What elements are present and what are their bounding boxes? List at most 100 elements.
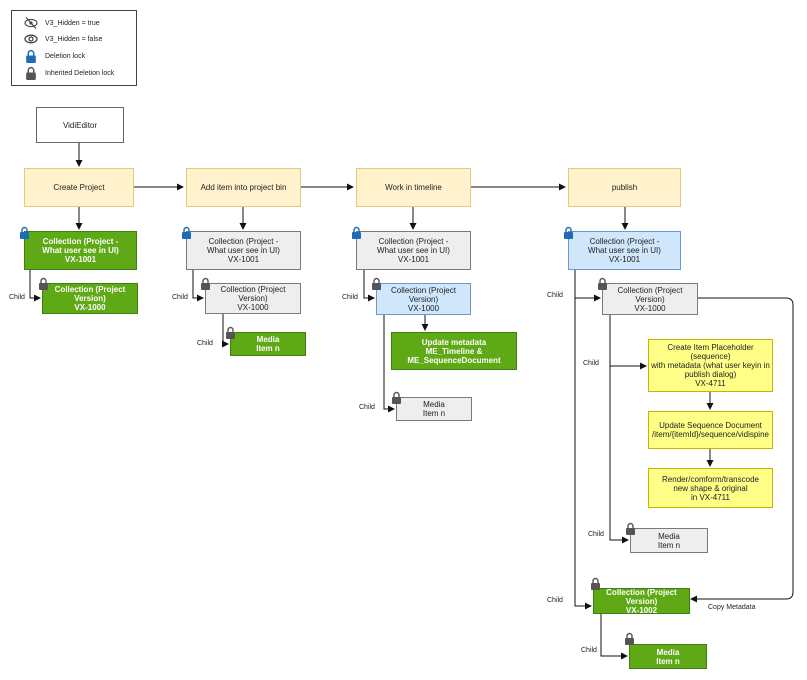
edge-col3-version (363, 270, 375, 302)
node-text-line: Item n (657, 540, 681, 550)
node-text-line: publish dialog) (684, 370, 737, 379)
node-text-line: Collection (Project - (589, 237, 660, 246)
legend-label-inherited-lock: Inherited Deletion lock (45, 69, 115, 77)
lock-icon (564, 226, 573, 239)
node-text-line: Collection (Project - (208, 237, 279, 246)
node-text-line: Update Sequence Document (659, 421, 762, 430)
col3-collection-project: Collection (Project -What user see in UI… (356, 231, 471, 270)
node-text-line: with metadata (what user keyin in (651, 361, 770, 370)
inherited-lock-icon (39, 277, 48, 290)
child-label: Child (9, 294, 25, 301)
inherited-lock-icon (201, 277, 210, 290)
node-text-line: Item n (256, 344, 280, 353)
edge-col4-placeholder (609, 315, 647, 370)
legend-label-deletion-lock: Deletion lock (45, 52, 86, 60)
node-text-line: VX-1001 (64, 255, 97, 264)
legend-label-hidden-false: V3_Hidden = false (45, 35, 103, 43)
node-text-line: Item n (422, 409, 446, 418)
col3-collection-version: Collection (Project Version)VX-1000 (376, 283, 471, 315)
node-text-line: VX-1000 (237, 303, 269, 312)
edge-col1-version (29, 270, 41, 302)
inherited-lock-icon (392, 391, 401, 404)
col4-collection-version: Collection (Project Version)VX-1000 (602, 283, 698, 315)
node-text-line: Add item into project bin (200, 183, 287, 192)
step-publish: publish (568, 168, 681, 207)
node-text-line: publish (611, 183, 638, 192)
node-text-line: ME_SequenceDocument (407, 355, 501, 365)
node-text-line: VX-1001 (227, 255, 260, 264)
node-text-line: Update metadata (421, 337, 487, 347)
eye-icon (24, 34, 38, 44)
step-work-timeline: Work in timeline (356, 168, 471, 207)
inherited-lock-icon (226, 326, 235, 339)
node-text-line: VX-1000 (634, 303, 666, 313)
copy-metadata-label: Copy Metadata (708, 604, 756, 611)
edge-copy-metadata (690, 297, 794, 603)
edge-col4-version2 (574, 270, 592, 610)
legend-row-inherited-lock: Inherited Deletion lock (24, 66, 114, 80)
child-label: Child (581, 647, 597, 654)
node-text-line: Collection (Project - (42, 237, 119, 246)
node-text-line: Media (256, 335, 280, 344)
step-create-project: Create Project (24, 168, 134, 207)
legend-row-hidden-false: V3_Hidden = false (24, 32, 102, 46)
col4-create-placeholder: Create Item Placeholder(sequence)with me… (648, 339, 773, 392)
legend-label-hidden-true: V3_Hidden = true (45, 19, 100, 27)
node-text-line: Collection (Project Version) (391, 285, 456, 304)
node-text-line: ME_Timeline & (425, 346, 483, 356)
node-text-line: Create Project (53, 183, 105, 192)
node-text-line: VX-1001 (397, 255, 430, 264)
child-label: Child (172, 294, 188, 301)
node-text-line: What user see in UI) (377, 246, 450, 255)
node-text-line: VX-1001 (608, 255, 641, 264)
col2-collection-version: Collection (Project Version)VX-1000 (205, 283, 301, 314)
node-text-line: VX-1000 (407, 303, 440, 313)
node-text-line: Item n (656, 656, 680, 666)
edge-version2-media2 (600, 614, 628, 660)
node-text-line: Render/comform/transcode (662, 474, 759, 484)
col1-collection-version: Collection (Project Version)VX-1000 (42, 283, 138, 314)
inherited-lock-icon (372, 277, 381, 290)
inherited-lock-icon (591, 577, 600, 590)
child-label: Child (342, 294, 358, 301)
inherited-lock-icon (26, 66, 36, 80)
child-label: Child (547, 292, 563, 299)
node-text-line: VX-1000 (74, 303, 106, 312)
lock-icon (182, 226, 191, 239)
node-text-line: What user see in UI) (588, 246, 661, 255)
lock-icon (352, 226, 361, 239)
child-label: Child (547, 597, 563, 604)
node-text-line: VX-4711 (695, 379, 726, 388)
lock-icon (20, 226, 29, 239)
node-text-line: Media (423, 400, 445, 409)
vidieditor-node: VidiEditor (36, 107, 124, 143)
legend: V3_Hidden = true V3_Hidden = false Delet… (11, 10, 137, 86)
edge-col3-media (383, 315, 395, 413)
col4-update-sequence-document: Update Sequence Document/item/{itemId}/s… (648, 411, 773, 449)
node-text-line: (sequence) (690, 352, 731, 361)
child-label: Child (588, 531, 604, 538)
node-text-line: Create Item Placeholder (667, 343, 754, 352)
col2-collection-project: Collection (Project -What user see in UI… (186, 231, 301, 270)
col4-collection-version-2: Collection (Project Version)VX-1002 (593, 588, 690, 615)
node-text-line: What user see in UI) (42, 246, 119, 255)
legend-row-hidden-true: V3_Hidden = true (24, 16, 100, 30)
child-label: Child (197, 340, 213, 347)
col1-collection-project: Collection (Project -What user see in UI… (24, 231, 137, 270)
node-text-line: Collection (Project - (378, 237, 449, 246)
node-text-line: /item/{itemId}/sequence/vidispine (652, 430, 769, 439)
node-text-line: Collection (Project Version) (54, 285, 126, 303)
step-add-item: Add item into project bin (186, 168, 301, 207)
node-text-line: new shape & original (673, 483, 748, 493)
col4-collection-project: Collection (Project -What user see in UI… (568, 231, 681, 270)
inherited-lock-icon (598, 277, 607, 290)
node-text-line: in VX-4711 (691, 492, 730, 502)
edge-col2-media (222, 314, 229, 348)
node-text-line: What user see in UI) (207, 246, 280, 255)
